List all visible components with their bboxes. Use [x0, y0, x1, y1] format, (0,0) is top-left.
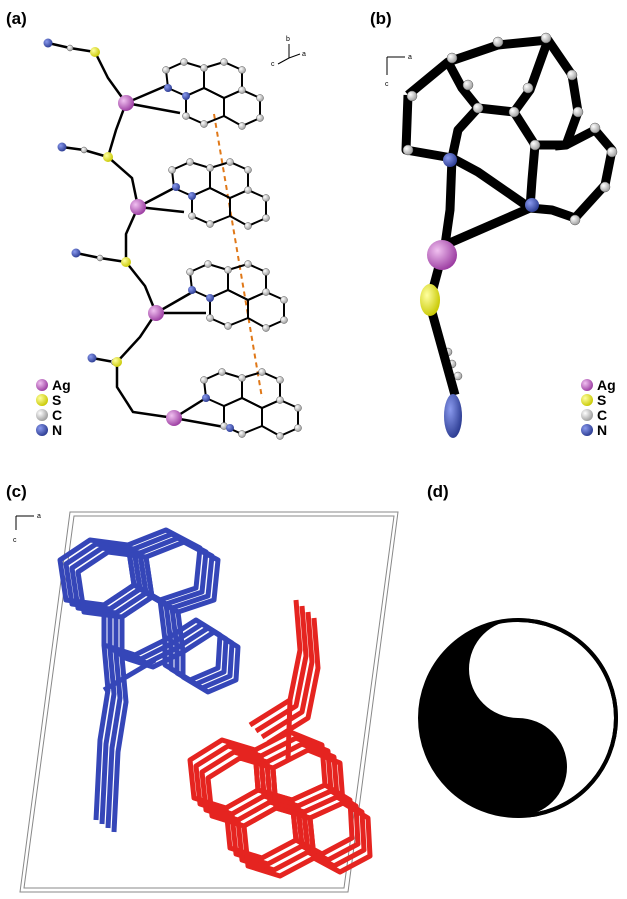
legend-s-label: S: [52, 392, 61, 408]
panel-c-axis-a: a: [37, 513, 41, 520]
panel-a-ring-2: [170, 160, 267, 228]
panel-a-axes-icon: b c a: [271, 36, 306, 68]
panel-a-axis-a: a: [302, 51, 306, 58]
panel-c: (c) a c: [6, 482, 399, 893]
panel-b: (b) a c: [370, 9, 618, 438]
legend-c-swatch: [36, 409, 48, 421]
panel-a-label: (a): [6, 9, 27, 28]
legend-b-n-label: N: [597, 422, 607, 438]
red-molecule-stack: [187, 599, 373, 879]
legend-c-label: C: [52, 407, 62, 423]
panel-b-thiocyanate-chain: [425, 253, 460, 397]
panel-b-carbon-atoms: [402, 32, 618, 381]
panel-b-sulfur-atom: [420, 284, 440, 316]
panel-b-axis-c: c: [385, 81, 389, 88]
unit-cell-box: [19, 511, 399, 893]
panel-b-nitrogen-atoms: [443, 153, 539, 438]
panel-d-label: (d): [427, 482, 449, 501]
yin-yang-icon: [418, 618, 618, 818]
panel-a-backbone: [47, 41, 231, 430]
panel-a-axis-b: b: [286, 36, 290, 43]
panel-a-nitrogen-atoms: [43, 38, 234, 432]
legend-b-ag-label: Ag: [597, 377, 616, 393]
panel-a-ring-3: [188, 262, 285, 330]
panel-a-carbon-atoms: [66, 44, 302, 440]
panel-c-label: (c): [6, 482, 27, 501]
legend-b-s-label: S: [597, 392, 606, 408]
legend-ag-swatch: [36, 379, 48, 391]
pi-stacking-dashed-line: [213, 113, 263, 399]
legend-ag-label: Ag: [52, 377, 71, 393]
panel-a-sulfur-atoms: [90, 47, 131, 367]
panel-d: (d): [418, 482, 618, 818]
blue-molecule-stack: [57, 527, 241, 833]
legend-s-swatch: [36, 394, 48, 406]
panel-b-axis-a: a: [408, 54, 412, 61]
legend-b-ag-swatch: [581, 379, 593, 391]
panel-b-silver-atom: [427, 240, 457, 270]
legend-b-n-swatch: [581, 424, 593, 436]
legend-n-label: N: [52, 422, 62, 438]
legend-b-c-swatch: [581, 409, 593, 421]
legend-b-s-swatch: [581, 394, 593, 406]
panel-a-ring-1: [164, 60, 261, 128]
panel-a-axis-c: c: [271, 61, 275, 68]
panel-b-axes-icon: a c: [385, 54, 412, 88]
panel-b-legend: Ag S C N: [581, 377, 616, 438]
panel-b-label: (b): [370, 9, 392, 28]
panel-c-axis-c: c: [13, 537, 17, 544]
panel-b-ring-stack: [401, 35, 617, 250]
panel-a: (a) b c a: [6, 9, 306, 440]
panel-a-legend: Ag S C N: [36, 377, 71, 438]
legend-n-swatch: [36, 424, 48, 436]
panel-c-axes-icon: a c: [13, 513, 41, 544]
panel-a-silver-atoms: [118, 95, 182, 426]
legend-b-c-label: C: [597, 407, 607, 423]
